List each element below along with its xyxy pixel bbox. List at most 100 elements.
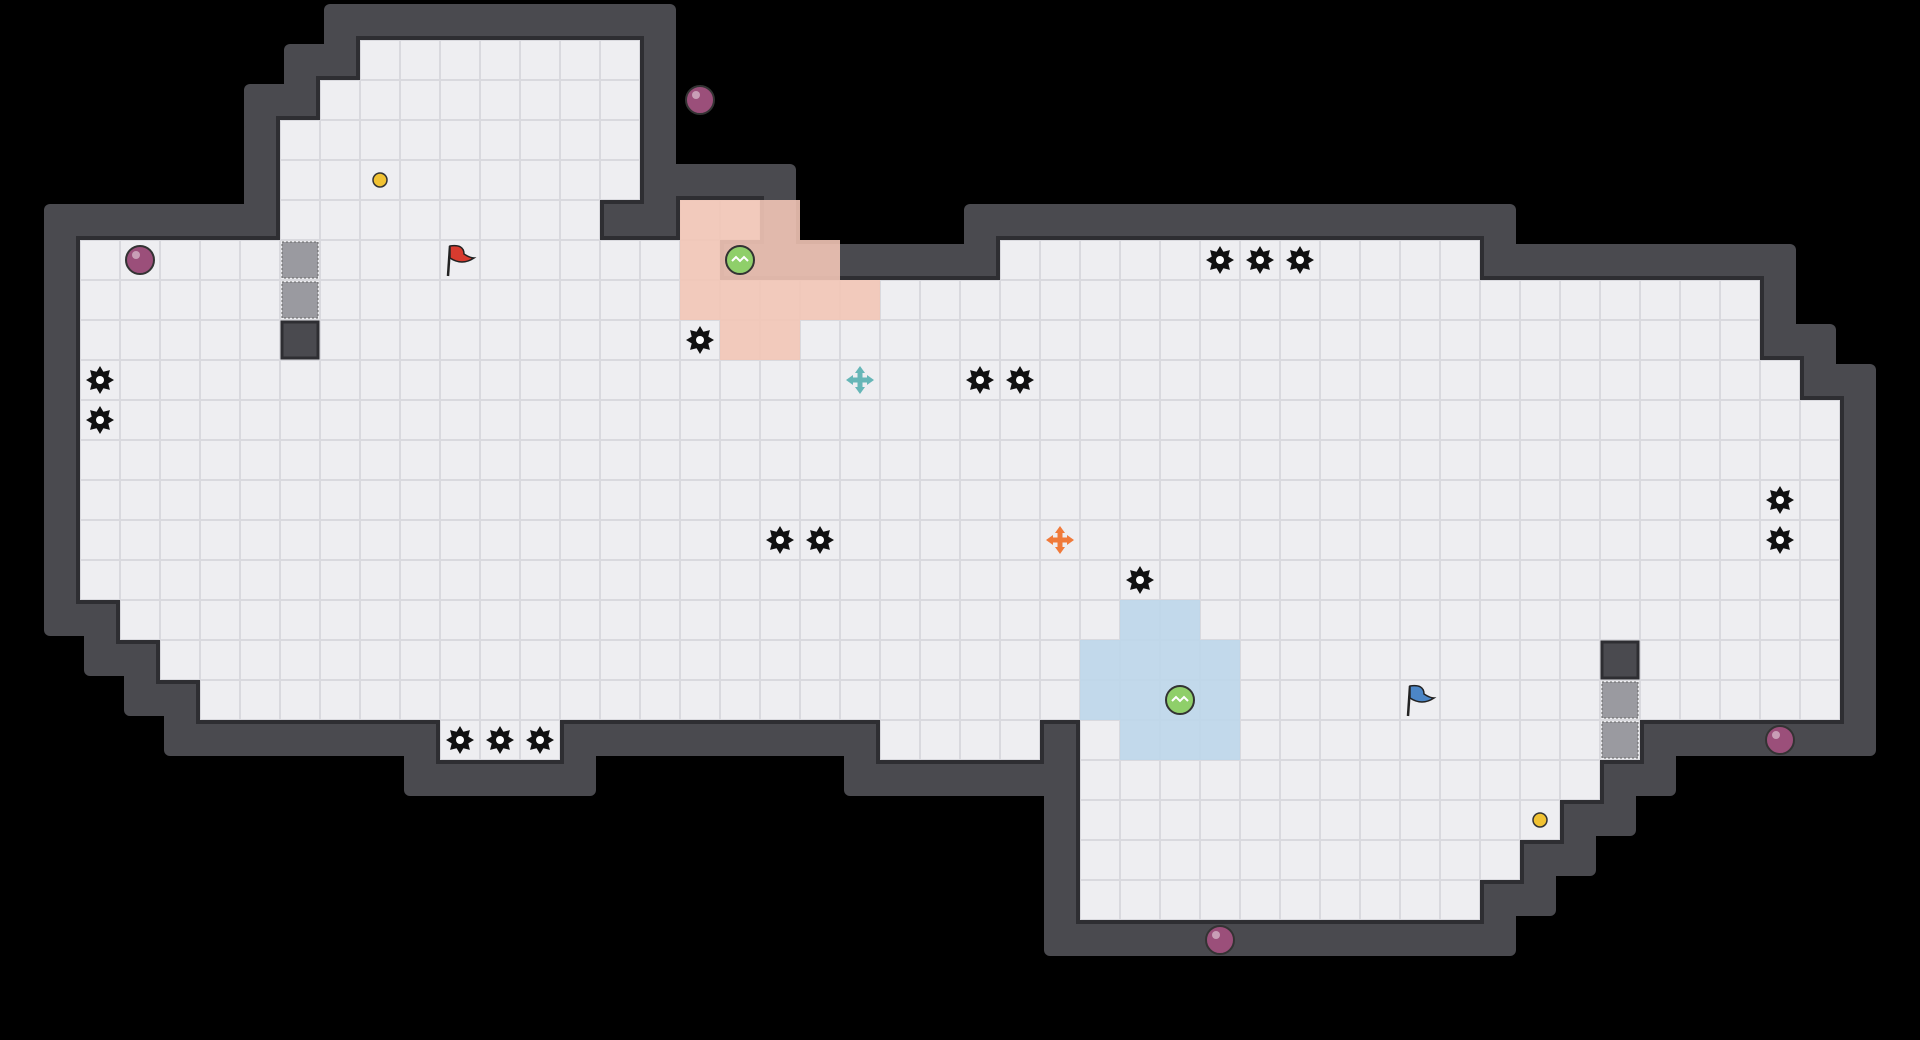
floor-tile bbox=[1400, 320, 1440, 360]
floor-tile bbox=[1200, 360, 1240, 400]
floor-tile bbox=[1200, 760, 1240, 800]
floor-tile bbox=[200, 600, 240, 640]
floor-tile bbox=[1040, 320, 1080, 360]
floor-tile bbox=[1280, 840, 1320, 880]
floor-tile bbox=[240, 520, 280, 560]
floor-tile bbox=[240, 400, 280, 440]
floor-tile bbox=[1600, 560, 1640, 600]
floor-tile bbox=[1520, 720, 1560, 760]
floor-tile bbox=[1440, 600, 1480, 640]
floor-tile bbox=[880, 320, 920, 360]
bomb-icon[interactable] bbox=[1205, 925, 1235, 955]
floor-tile bbox=[1080, 840, 1120, 880]
floor-tile bbox=[600, 320, 640, 360]
floor-tile bbox=[720, 400, 760, 440]
floor-tile bbox=[1480, 680, 1520, 720]
floor-tile bbox=[920, 720, 960, 760]
floor-tile bbox=[560, 40, 600, 80]
floor-tile bbox=[720, 360, 760, 400]
floor-tile bbox=[880, 640, 920, 680]
floor-tile bbox=[1280, 720, 1320, 760]
floor-tile bbox=[1400, 800, 1440, 840]
gate-tile[interactable] bbox=[1601, 721, 1639, 759]
floor-tile bbox=[240, 560, 280, 600]
floor-tile bbox=[400, 560, 440, 600]
floor-tile bbox=[360, 520, 400, 560]
floor-tile bbox=[1440, 880, 1480, 920]
floor-tile bbox=[1440, 680, 1480, 720]
powerup-icon[interactable] bbox=[1165, 685, 1195, 715]
floor-tile bbox=[640, 480, 680, 520]
floor-tile bbox=[400, 520, 440, 560]
floor-tile bbox=[160, 600, 200, 640]
floor-tile bbox=[280, 480, 320, 520]
red-zone-tile bbox=[680, 240, 720, 280]
boost-icon[interactable] bbox=[372, 172, 388, 188]
gate-tile[interactable] bbox=[1601, 681, 1639, 719]
floor-tile bbox=[1040, 240, 1080, 280]
spike-center bbox=[1296, 256, 1304, 264]
floor-tile bbox=[1080, 720, 1120, 760]
floor-tile bbox=[1480, 280, 1520, 320]
floor-tile bbox=[640, 240, 680, 280]
floor-tile bbox=[720, 440, 760, 480]
floor-tile bbox=[960, 560, 1000, 600]
floor-tile bbox=[1600, 400, 1640, 440]
floor-tile bbox=[1320, 840, 1360, 880]
floor-tile bbox=[1280, 320, 1320, 360]
floor-tile bbox=[320, 680, 360, 720]
mover-arrows bbox=[1046, 526, 1074, 554]
floor-tile bbox=[1160, 560, 1200, 600]
floor-tile bbox=[1240, 280, 1280, 320]
floor-tile bbox=[1400, 480, 1440, 520]
floor-tile bbox=[1480, 600, 1520, 640]
floor-tile bbox=[1000, 520, 1040, 560]
floor-tile bbox=[1280, 480, 1320, 520]
bomb-icon[interactable] bbox=[685, 85, 715, 115]
floor-tile bbox=[520, 200, 560, 240]
floor-tile bbox=[1240, 600, 1280, 640]
floor-tile bbox=[1560, 360, 1600, 400]
orange-mover-icon[interactable] bbox=[1046, 526, 1074, 554]
floor-tile bbox=[280, 440, 320, 480]
floor-tile bbox=[360, 80, 400, 120]
powerup-zigzag bbox=[1171, 695, 1189, 703]
powerup-icon[interactable] bbox=[725, 245, 755, 275]
floor-tile bbox=[320, 520, 360, 560]
bomb-shine bbox=[132, 251, 140, 259]
boost-icon[interactable] bbox=[1532, 812, 1548, 828]
floor-tile bbox=[1360, 600, 1400, 640]
floor-tile bbox=[200, 440, 240, 480]
floor-tile bbox=[1240, 760, 1280, 800]
floor-tile bbox=[1360, 240, 1400, 280]
floor-tile bbox=[1200, 520, 1240, 560]
floor-tile bbox=[1680, 520, 1720, 560]
floor-tile bbox=[1480, 520, 1520, 560]
red-zone-tile bbox=[760, 240, 800, 280]
floor-tile bbox=[1400, 600, 1440, 640]
bomb-icon[interactable] bbox=[1765, 725, 1795, 755]
floor-tile bbox=[1040, 400, 1080, 440]
floor-tile bbox=[480, 120, 520, 160]
spike-center bbox=[1776, 536, 1784, 544]
floor-tile bbox=[640, 560, 680, 600]
floor-tile bbox=[400, 400, 440, 440]
floor-tile bbox=[880, 680, 920, 720]
gate-tile[interactable] bbox=[281, 281, 319, 319]
floor-tile bbox=[1200, 440, 1240, 480]
gate-tile[interactable] bbox=[281, 241, 319, 279]
mover-v bbox=[857, 372, 863, 388]
floor-tile bbox=[880, 280, 920, 320]
floor-tile bbox=[320, 600, 360, 640]
blue-flag-icon[interactable] bbox=[1406, 684, 1437, 717]
floor-tile bbox=[1000, 680, 1040, 720]
bomb-icon[interactable] bbox=[125, 245, 155, 275]
blue-zone-tile bbox=[1120, 640, 1160, 680]
red-flag-icon[interactable] bbox=[446, 244, 477, 277]
floor-tile bbox=[1240, 720, 1280, 760]
floor-tile bbox=[880, 720, 920, 760]
floor-tile bbox=[520, 280, 560, 320]
teal-mover-icon[interactable] bbox=[846, 366, 874, 394]
